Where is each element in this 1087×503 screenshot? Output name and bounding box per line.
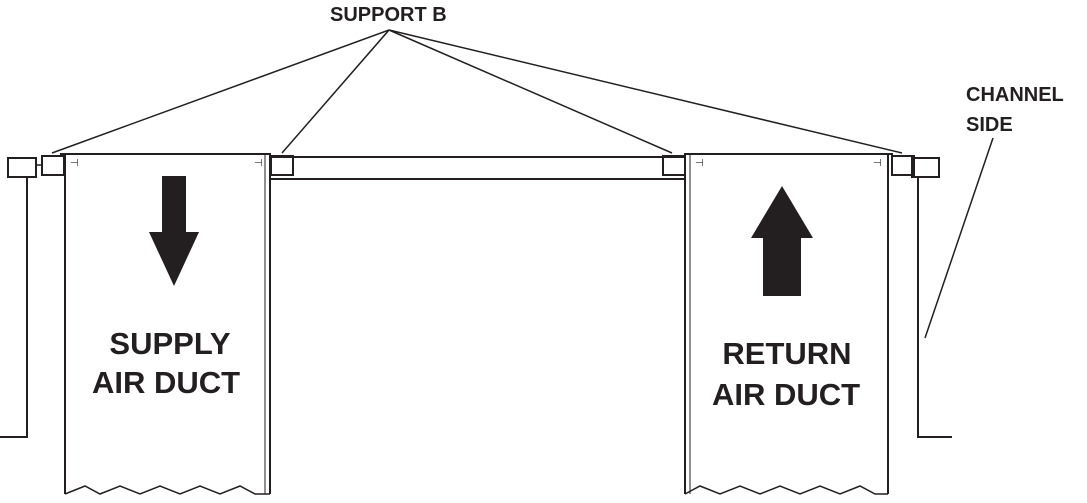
svg-text:⊣: ⊣ <box>873 158 882 169</box>
support-b-brackets <box>41 155 915 176</box>
svg-text:⊣: ⊣ <box>254 158 263 169</box>
supply-label-line2: AIR DUCT <box>92 365 240 400</box>
support-bracket-2 <box>270 155 294 176</box>
supply-duct: ⊣ ⊣ <box>60 153 271 495</box>
supply-label-line1: SUPPLY <box>109 326 231 361</box>
support-bracket-4 <box>891 155 915 176</box>
right-channel-side <box>911 157 952 438</box>
left-channel-side <box>0 157 42 438</box>
support-b-leaders <box>51 29 903 154</box>
return-duct: ⊣ ⊣ <box>684 153 893 495</box>
return-label-line2: AIR DUCT <box>712 377 860 412</box>
return-label-line1: RETURN <box>722 336 851 371</box>
top-beam <box>270 156 685 180</box>
up-arrow-icon <box>751 186 813 296</box>
svg-text:⊣: ⊣ <box>695 158 704 169</box>
down-arrow-icon <box>149 176 199 286</box>
support-bracket-1 <box>41 155 65 176</box>
channel-side-leader <box>924 137 994 339</box>
support-bracket-3 <box>662 155 686 176</box>
support-b-label: SUPPORT B <box>330 4 447 26</box>
channel-side-label-line2: SIDE <box>966 114 1013 136</box>
channel-side-label-line1: CHANNEL <box>966 84 1064 106</box>
svg-text:⊣: ⊣ <box>70 158 79 169</box>
